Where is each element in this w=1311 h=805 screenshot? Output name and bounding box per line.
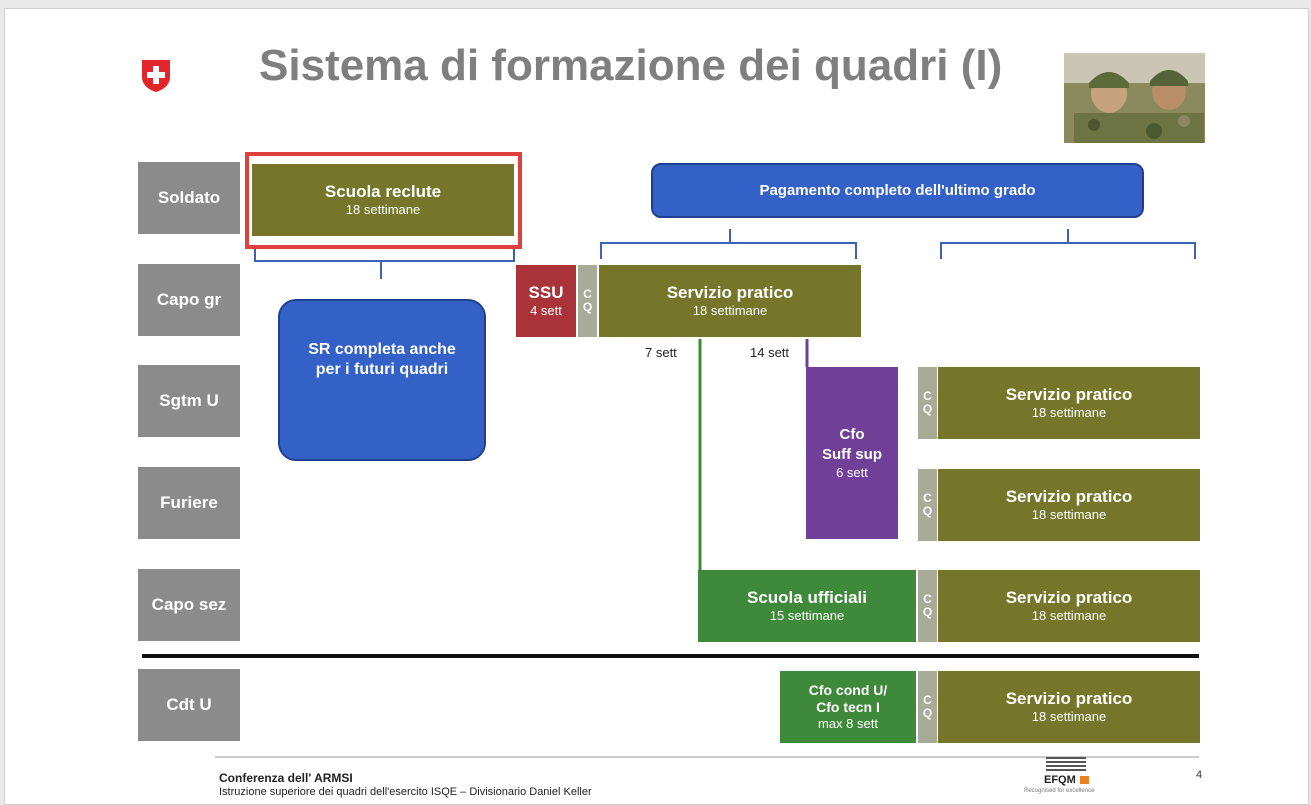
box-scuola-ufficiali: Scuola ufficiali 15 settimane (698, 570, 916, 642)
cq-q: Q (922, 605, 933, 619)
box-cfo-cond: Cfo cond U/ Cfo tecn I max 8 sett (780, 671, 916, 743)
box-servizio-pratico-capo-sez: Servizio pratico 18 settimane (938, 570, 1200, 642)
cfo-cond-line2: Cfo tecn I (816, 699, 880, 715)
scuola-reclute-duration: 18 settimane (345, 202, 421, 217)
cq-c: C (923, 592, 932, 606)
servizio-capo-gr-title: Servizio pratico (666, 283, 794, 302)
cfo-suff-duration: 6 sett (836, 465, 868, 480)
cfo-cond-duration: max 8 sett (818, 716, 878, 731)
ssu-duration: 4 sett (530, 303, 562, 318)
servizio-sgtm-duration: 18 settimane (1031, 405, 1107, 420)
rank-furiere: Furiere (138, 467, 240, 539)
box-servizio-pratico-cdt: Servizio pratico 18 settimane (938, 671, 1200, 743)
cq-c: C (923, 389, 932, 403)
sr-completa-line1: SR completa anche (308, 341, 456, 358)
label-7-sett: 7 sett (645, 345, 677, 360)
box-servizio-pratico-sgtm: Servizio pratico 18 settimane (938, 367, 1200, 439)
soldiers-photo (1064, 53, 1205, 143)
box-ssu: SSU 4 sett (516, 265, 576, 337)
cq-q: Q (582, 300, 593, 314)
efqm-logo: EFQM Recognised for excellence (1022, 755, 1112, 801)
servizio-cdt-duration: 18 settimane (1031, 709, 1107, 724)
servizio-capo-sez-duration: 18 settimane (1031, 608, 1107, 623)
servizio-furiere-title: Servizio pratico (1005, 487, 1133, 506)
cq-q: Q (922, 402, 933, 416)
efqm-orange-mark (1080, 776, 1089, 784)
swiss-cross-icon (142, 60, 170, 92)
connector-lines (142, 229, 1199, 758)
cfo-cond-line1: Cfo cond U/ (808, 682, 888, 698)
scuola-reclute-title: Scuola reclute (324, 182, 442, 201)
servizio-furiere-duration: 18 settimane (1031, 507, 1107, 522)
box-servizio-pratico-capo-gr: Servizio pratico 18 settimane (599, 265, 861, 337)
scuola-ufficiali-duration: 15 settimane (769, 608, 845, 623)
cfo-suff-line1: Cfo (839, 426, 865, 443)
rank-sgtm-u: Sgtm U (138, 365, 240, 437)
servizio-capo-sez-title: Servizio pratico (1005, 588, 1133, 607)
box-pagamento: Pagamento completo dell'ultimo grado (651, 163, 1144, 218)
efqm-bars-icon (1046, 757, 1086, 771)
efqm-subtext: Recognised for excellence (1024, 788, 1095, 794)
cq-c: C (923, 693, 932, 707)
box-scuola-reclute: Scuola reclute 18 settimane (252, 164, 514, 236)
box-cfo-suff-sup: Cfo Suff sup 6 sett (806, 367, 898, 539)
slide: Sistema di formazione dei quadri (I) Sol… (4, 8, 1309, 805)
box-sr-completa: SR completa anche per i futuri quadri (278, 299, 486, 461)
cq-c: C (923, 491, 932, 505)
rank-capo-sez: Capo sez (138, 569, 240, 641)
page-number: 4 (1196, 769, 1203, 781)
servizio-cdt-title: Servizio pratico (1005, 689, 1133, 708)
scuola-ufficiali-title: Scuola ufficiali (747, 588, 867, 607)
pagamento-text: Pagamento completo dell'ultimo grado (759, 181, 1036, 199)
efqm-text: EFQM (1044, 774, 1076, 786)
sr-completa-line2: per i futuri quadri (315, 361, 449, 378)
rank-capo-gr: Capo gr (138, 264, 240, 336)
cq-c: C (583, 287, 592, 301)
cq-q: Q (922, 504, 933, 518)
rank-cdt-u: Cdt U (138, 669, 240, 741)
cfo-suff-line2: Suff sup (822, 446, 882, 463)
highlight-frame (245, 152, 522, 249)
box-servizio-pratico-furiere: Servizio pratico 18 settimane (938, 469, 1200, 541)
slide-title: Sistema di formazione dei quadri (I) (259, 41, 1003, 90)
servizio-sgtm-title: Servizio pratico (1005, 385, 1133, 404)
label-14-sett: 14 sett (750, 345, 790, 360)
footer-subtitle: Istruzione superiore dei quadri dell'ese… (219, 786, 592, 798)
cq-q: Q (922, 706, 933, 720)
rank-soldato: Soldato (138, 162, 240, 234)
servizio-capo-gr-duration: 18 settimane (692, 303, 768, 318)
footer-conference: Conferenza dell' ARMSI (219, 771, 353, 785)
ssu-title: SSU (528, 283, 564, 302)
